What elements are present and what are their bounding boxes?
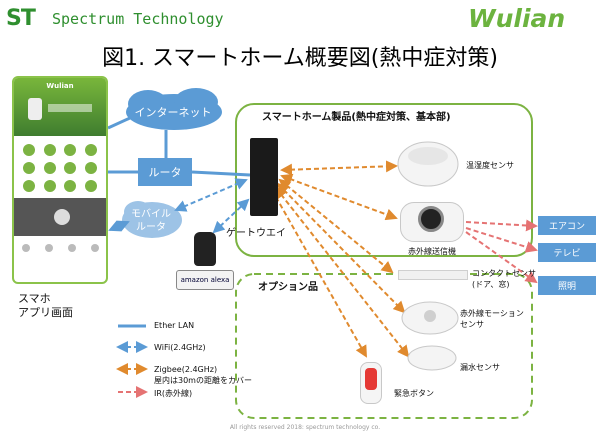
contact-sensor-device [398, 270, 468, 280]
legend-zigbee-line2: 屋内は30mの距離をカバー [154, 376, 252, 385]
legend-ir: IR(赤外線) [154, 389, 193, 398]
mobile-router-line2: ルータ [136, 222, 166, 233]
gateway-label: ゲートウエイ [226, 228, 286, 239]
device-icon [64, 162, 77, 174]
device-icon [43, 180, 56, 192]
amazon-echo-device [194, 232, 216, 266]
phone-caption-line2: アプリ画面 [18, 306, 73, 319]
phone-caption-line1: スマホ [18, 292, 51, 305]
phone-header: Wulian [14, 78, 106, 136]
diagram-title: 図1. スマートホーム概要図(熱中症対策) [102, 46, 498, 71]
device-icon [23, 180, 36, 192]
device-icon [84, 144, 97, 156]
mobile-router-label: モバイル ルータ [130, 208, 172, 234]
wulian-logo: Wulian [468, 4, 566, 33]
router-box: ルータ [138, 158, 192, 186]
phone-bottom-nav [14, 238, 106, 252]
emergency-button-label: 緊急ボタン [394, 389, 434, 398]
device-icon [64, 144, 77, 156]
amazon-alexa-logo: amazon alexa [176, 270, 234, 290]
option-section-heading: オプション品 [258, 282, 318, 293]
nav-icon [21, 244, 30, 252]
contact-sensor-line1: コンタクトセンサ [472, 269, 536, 278]
device-icon [84, 162, 97, 174]
contact-sensor-label: コンタクトセンサ (ドア、窓) [472, 268, 536, 290]
phone-video-preview [14, 198, 106, 236]
device-icon [23, 144, 36, 156]
device-icon [84, 180, 97, 192]
temp-humidity-sensor-label: 温湿度センサ [466, 161, 514, 170]
mobile-router-line1: モバイル [131, 209, 171, 220]
play-icon [54, 209, 70, 225]
legend-zigbee: Zigbee(2.4GHz) 屋内は30mの距離をカバー [154, 364, 252, 386]
ir-transmitter-lens [418, 206, 444, 232]
smartphone-app-screen: Wulian [12, 76, 108, 284]
phone-caption: スマホ アプリ画面 [18, 292, 73, 320]
copyright-footer: All rights reserved 2018: spectrum techn… [229, 424, 381, 431]
company-name: Spectrum Technology [52, 10, 224, 28]
basic-section-heading: スマートホーム製品(熱中症対策、基本部) [262, 112, 451, 123]
device-icon [64, 180, 77, 192]
emergency-button-red [365, 368, 377, 390]
gateway-device [250, 138, 278, 216]
phone-device-grid [14, 136, 106, 196]
device-icon [43, 162, 56, 174]
nav-icon [90, 244, 99, 252]
nav-icon [44, 244, 53, 252]
tv-box: テレビ [538, 243, 596, 262]
device-icon [23, 162, 36, 174]
legend-zigbee-line1: Zigbee(2.4GHz) [154, 365, 218, 374]
mobile-router-cloud [122, 201, 182, 238]
contact-sensor-line2: (ドア、窓) [472, 280, 510, 289]
option-section-outline [235, 273, 533, 419]
nav-icon [67, 244, 76, 252]
ir-transmitter-label: 赤外線送信機 [408, 247, 456, 256]
legend-wifi: WiFi(2.4GHz) [154, 343, 206, 352]
phone-app-title: Wulian [46, 82, 74, 90]
device-icon [43, 144, 56, 156]
aircon-box: エアコン [538, 216, 596, 235]
lighting-box: 照明 [538, 276, 596, 295]
legend-ether-lan: Ether LAN [154, 321, 195, 330]
ir-motion-line2: センサ [460, 320, 484, 329]
ir-motion-line1: 赤外線モーション [460, 309, 524, 318]
st-logo: ST [6, 6, 36, 31]
water-leak-sensor-shape [407, 345, 457, 371]
camera-icon [28, 98, 42, 120]
internet-cloud [126, 88, 222, 130]
water-leak-sensor-label: 漏水センサ [460, 363, 500, 372]
ir-motion-sensor-label: 赤外線モーション センサ [460, 308, 524, 330]
phone-banner [48, 104, 92, 112]
internet-label: インターネット [134, 106, 212, 119]
